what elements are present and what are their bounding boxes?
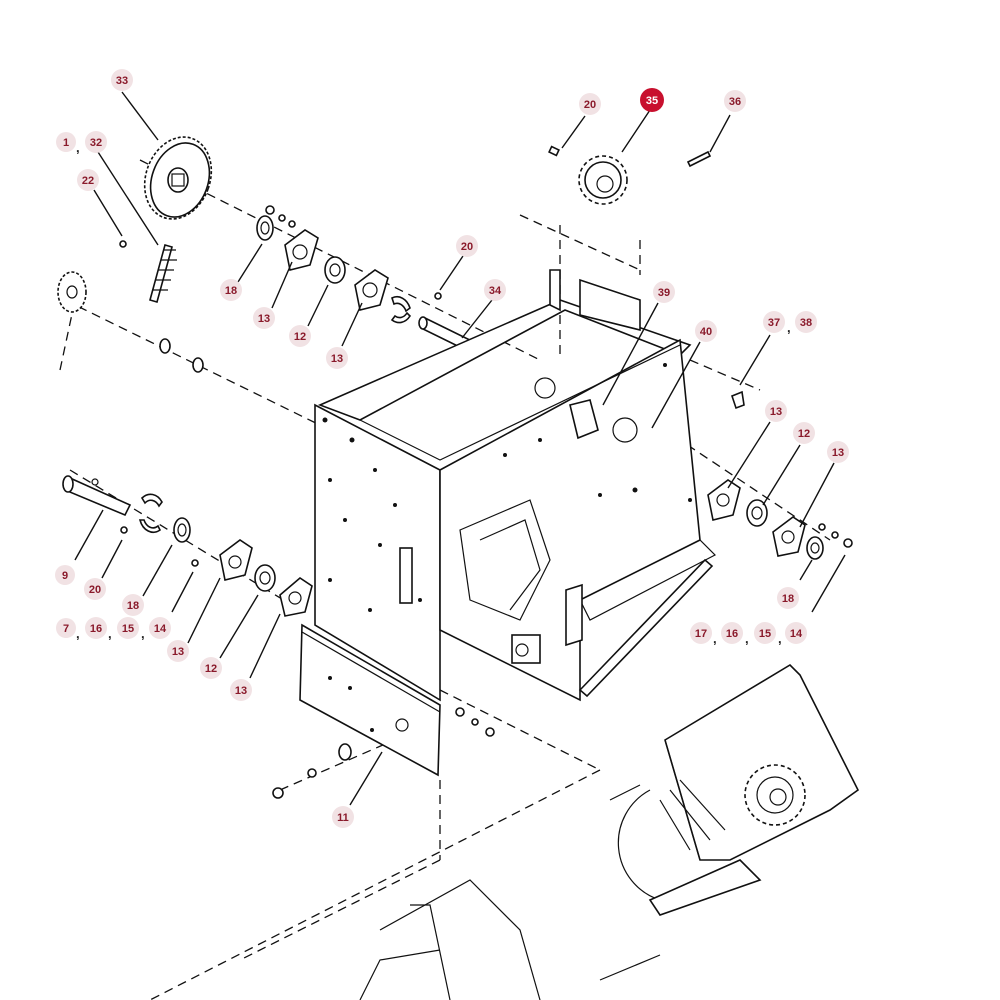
callout-13-label: 13 [770, 406, 782, 418]
callout-separator: , [778, 631, 782, 646]
callout-20-top[interactable]: 20 [579, 93, 601, 115]
callout-15-left[interactable]: 15 [117, 617, 139, 639]
callout-7[interactable]: 7 [56, 618, 76, 638]
callout-leader-lines [74, 91, 846, 806]
callout-18-right[interactable]: 18 [777, 587, 799, 609]
callout-33[interactable]: 33 [111, 69, 133, 91]
callout-13-right-a[interactable]: 13 [765, 400, 787, 422]
callout-12-label: 12 [205, 663, 217, 675]
callout-16-right[interactable]: 16 [721, 622, 743, 644]
callout-37-label: 37 [768, 317, 780, 329]
small-sprocket-left [57, 271, 87, 313]
callout-20-label: 20 [89, 584, 101, 596]
callout-35[interactable]: 35 [640, 88, 664, 112]
callout-13-label: 13 [235, 685, 247, 697]
callout-13-label: 13 [331, 353, 343, 365]
callout-13-upper-left-a[interactable]: 13 [253, 307, 275, 329]
callout-separator: , [787, 320, 791, 335]
assembly-center-lines [59, 159, 831, 1000]
callout-20-label: 20 [584, 99, 596, 111]
upper-left-bearing-stack [256, 205, 442, 324]
callout-16-label: 16 [726, 628, 738, 640]
callout-separator: , [713, 631, 717, 646]
callout-17-right[interactable]: 17 [690, 622, 712, 644]
callout-18-label: 18 [225, 285, 237, 297]
callout-20-upper[interactable]: 20 [456, 235, 478, 257]
callout-13-label: 13 [258, 313, 270, 325]
callout-13-lower-left-a[interactable]: 13 [167, 640, 189, 662]
callout-15-right[interactable]: 15 [754, 622, 776, 644]
callout-13-label: 13 [172, 646, 184, 658]
chain-washers [119, 240, 204, 373]
front-mounting-plate [272, 623, 495, 799]
callout-separator: , [141, 626, 145, 641]
callout-33-label: 33 [116, 75, 128, 87]
callout-14-label: 14 [790, 628, 803, 640]
callout-1-label: 1 [63, 137, 69, 149]
callout-32-label: 32 [90, 137, 102, 149]
callout-separator: , [108, 626, 112, 641]
callout-20-label: 20 [461, 241, 473, 253]
callout-18-lower-left[interactable]: 18 [122, 594, 144, 616]
callout-39[interactable]: 39 [653, 281, 675, 303]
callout-7-label: 7 [63, 623, 69, 635]
callout-22-label: 22 [82, 175, 94, 187]
callout-13-label: 13 [832, 447, 844, 459]
callout-18-upper-left[interactable]: 18 [220, 279, 242, 301]
callout-18-label: 18 [782, 593, 794, 605]
callout-16-left[interactable]: 16 [85, 617, 107, 639]
callout-18-label: 18 [127, 600, 139, 612]
callout-12-right[interactable]: 12 [793, 422, 815, 444]
lower-left-bearing-stack [62, 475, 313, 617]
callout-12-label: 12 [294, 331, 306, 343]
callout-1[interactable]: 1 [56, 132, 76, 152]
callout-20-lower[interactable]: 20 [84, 578, 106, 600]
callout-36[interactable]: 36 [724, 90, 746, 112]
auger-housing [359, 663, 860, 1000]
callout-32[interactable]: 32 [85, 131, 107, 153]
callout-13-lower-left-b[interactable]: 13 [230, 679, 252, 701]
callout-11[interactable]: 11 [332, 806, 354, 828]
callout-12-lower-left[interactable]: 12 [200, 657, 222, 679]
callout-34-label: 34 [489, 285, 502, 297]
callout-13-upper-left-b[interactable]: 13 [326, 347, 348, 369]
callout-17-label: 17 [695, 628, 707, 640]
callout-14-label: 14 [154, 623, 167, 635]
callout-16-label: 16 [90, 623, 102, 635]
callout-11-label: 11 [337, 812, 349, 824]
callout-34[interactable]: 34 [484, 279, 506, 301]
callout-separator: , [76, 140, 80, 155]
callout-9-label: 9 [62, 570, 68, 582]
callout-14-left[interactable]: 14 [149, 617, 171, 639]
callout-15-label: 15 [122, 623, 134, 635]
callout-36-label: 36 [729, 96, 741, 108]
right-bearing-stack [707, 390, 853, 560]
callout-separator: , [76, 626, 80, 641]
callout-14-right[interactable]: 14 [785, 622, 807, 644]
callout-12-label: 12 [798, 428, 810, 440]
callout-13-right-b[interactable]: 13 [827, 441, 849, 463]
callout-37[interactable]: 37 [763, 311, 785, 333]
callout-40-label: 40 [700, 326, 712, 338]
callout-9[interactable]: 9 [55, 565, 75, 585]
callout-separator: , [745, 631, 749, 646]
callout-38[interactable]: 38 [795, 311, 817, 333]
callout-35-label: 35 [646, 95, 658, 107]
callout-12-upper-left[interactable]: 12 [289, 325, 311, 347]
large-sprocket [143, 136, 213, 220]
callout-22[interactable]: 22 [77, 169, 99, 191]
main-housing [314, 269, 717, 702]
callout-15-label: 15 [759, 628, 771, 640]
callout-38-label: 38 [800, 317, 812, 329]
callout-40[interactable]: 40 [695, 320, 717, 342]
drive-sprocket-top [548, 145, 712, 205]
callout-39-label: 39 [658, 287, 670, 299]
roller-chain [149, 244, 177, 303]
